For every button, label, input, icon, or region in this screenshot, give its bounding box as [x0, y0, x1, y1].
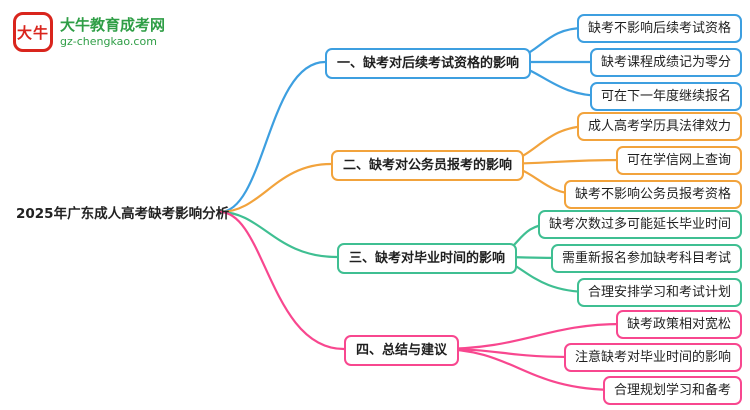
- root-node: 2025年广东成人高考缺考影响分析: [16, 206, 230, 222]
- child-node: 可在学信网上查询: [615, 146, 742, 175]
- site-logo: 大牛 大牛教育成考网 gz-chengkao.com: [13, 12, 165, 52]
- branch-node-2: 二、缺考对公务员报考的影响: [331, 150, 525, 181]
- link-branch4-child3: [436, 347, 618, 392]
- branch-node-4: 四、总结与建议: [344, 335, 460, 366]
- child-node: 合理规划学习和备考: [602, 376, 742, 405]
- child-node: 成人高考学历具法律效力: [576, 112, 742, 141]
- link-branch4-child1: [436, 322, 624, 351]
- logo-icon: 大牛: [13, 12, 53, 52]
- child-node: 缺考不影响后续考试资格: [576, 14, 742, 43]
- child-node: 需重新报名参加缺考科目考试: [550, 244, 742, 273]
- child-node: 缺考政策相对宽松: [615, 310, 742, 339]
- link-root-branch-1: [218, 60, 327, 214]
- link-root-branch-4: [218, 210, 346, 351]
- child-node: 缺考次数过多可能延长毕业时间: [537, 210, 742, 239]
- child-node: 注意缺考对毕业时间的影响: [563, 343, 742, 372]
- logo-domain: gz-chengkao.com: [60, 34, 157, 48]
- child-node: 缺考课程成绩记为零分: [589, 48, 742, 77]
- logo-text: 大牛教育成考网 gz-chengkao.com: [60, 16, 165, 49]
- link-root-branch-3: [218, 210, 339, 259]
- child-node: 可在下一年度继续报名: [589, 82, 742, 111]
- child-node: 合理安排学习和考试计划: [576, 278, 742, 307]
- logo-brand: 大牛教育成考网: [60, 15, 166, 34]
- child-node: 缺考不影响公务员报考资格: [563, 180, 742, 209]
- logo-icon-text: 大牛: [16, 23, 49, 42]
- link-root-branch-2: [218, 162, 333, 214]
- branch-node-1: 一、缺考对后续考试资格的影响: [325, 48, 532, 79]
- branch-node-3: 三、缺考对毕业时间的影响: [337, 243, 518, 274]
